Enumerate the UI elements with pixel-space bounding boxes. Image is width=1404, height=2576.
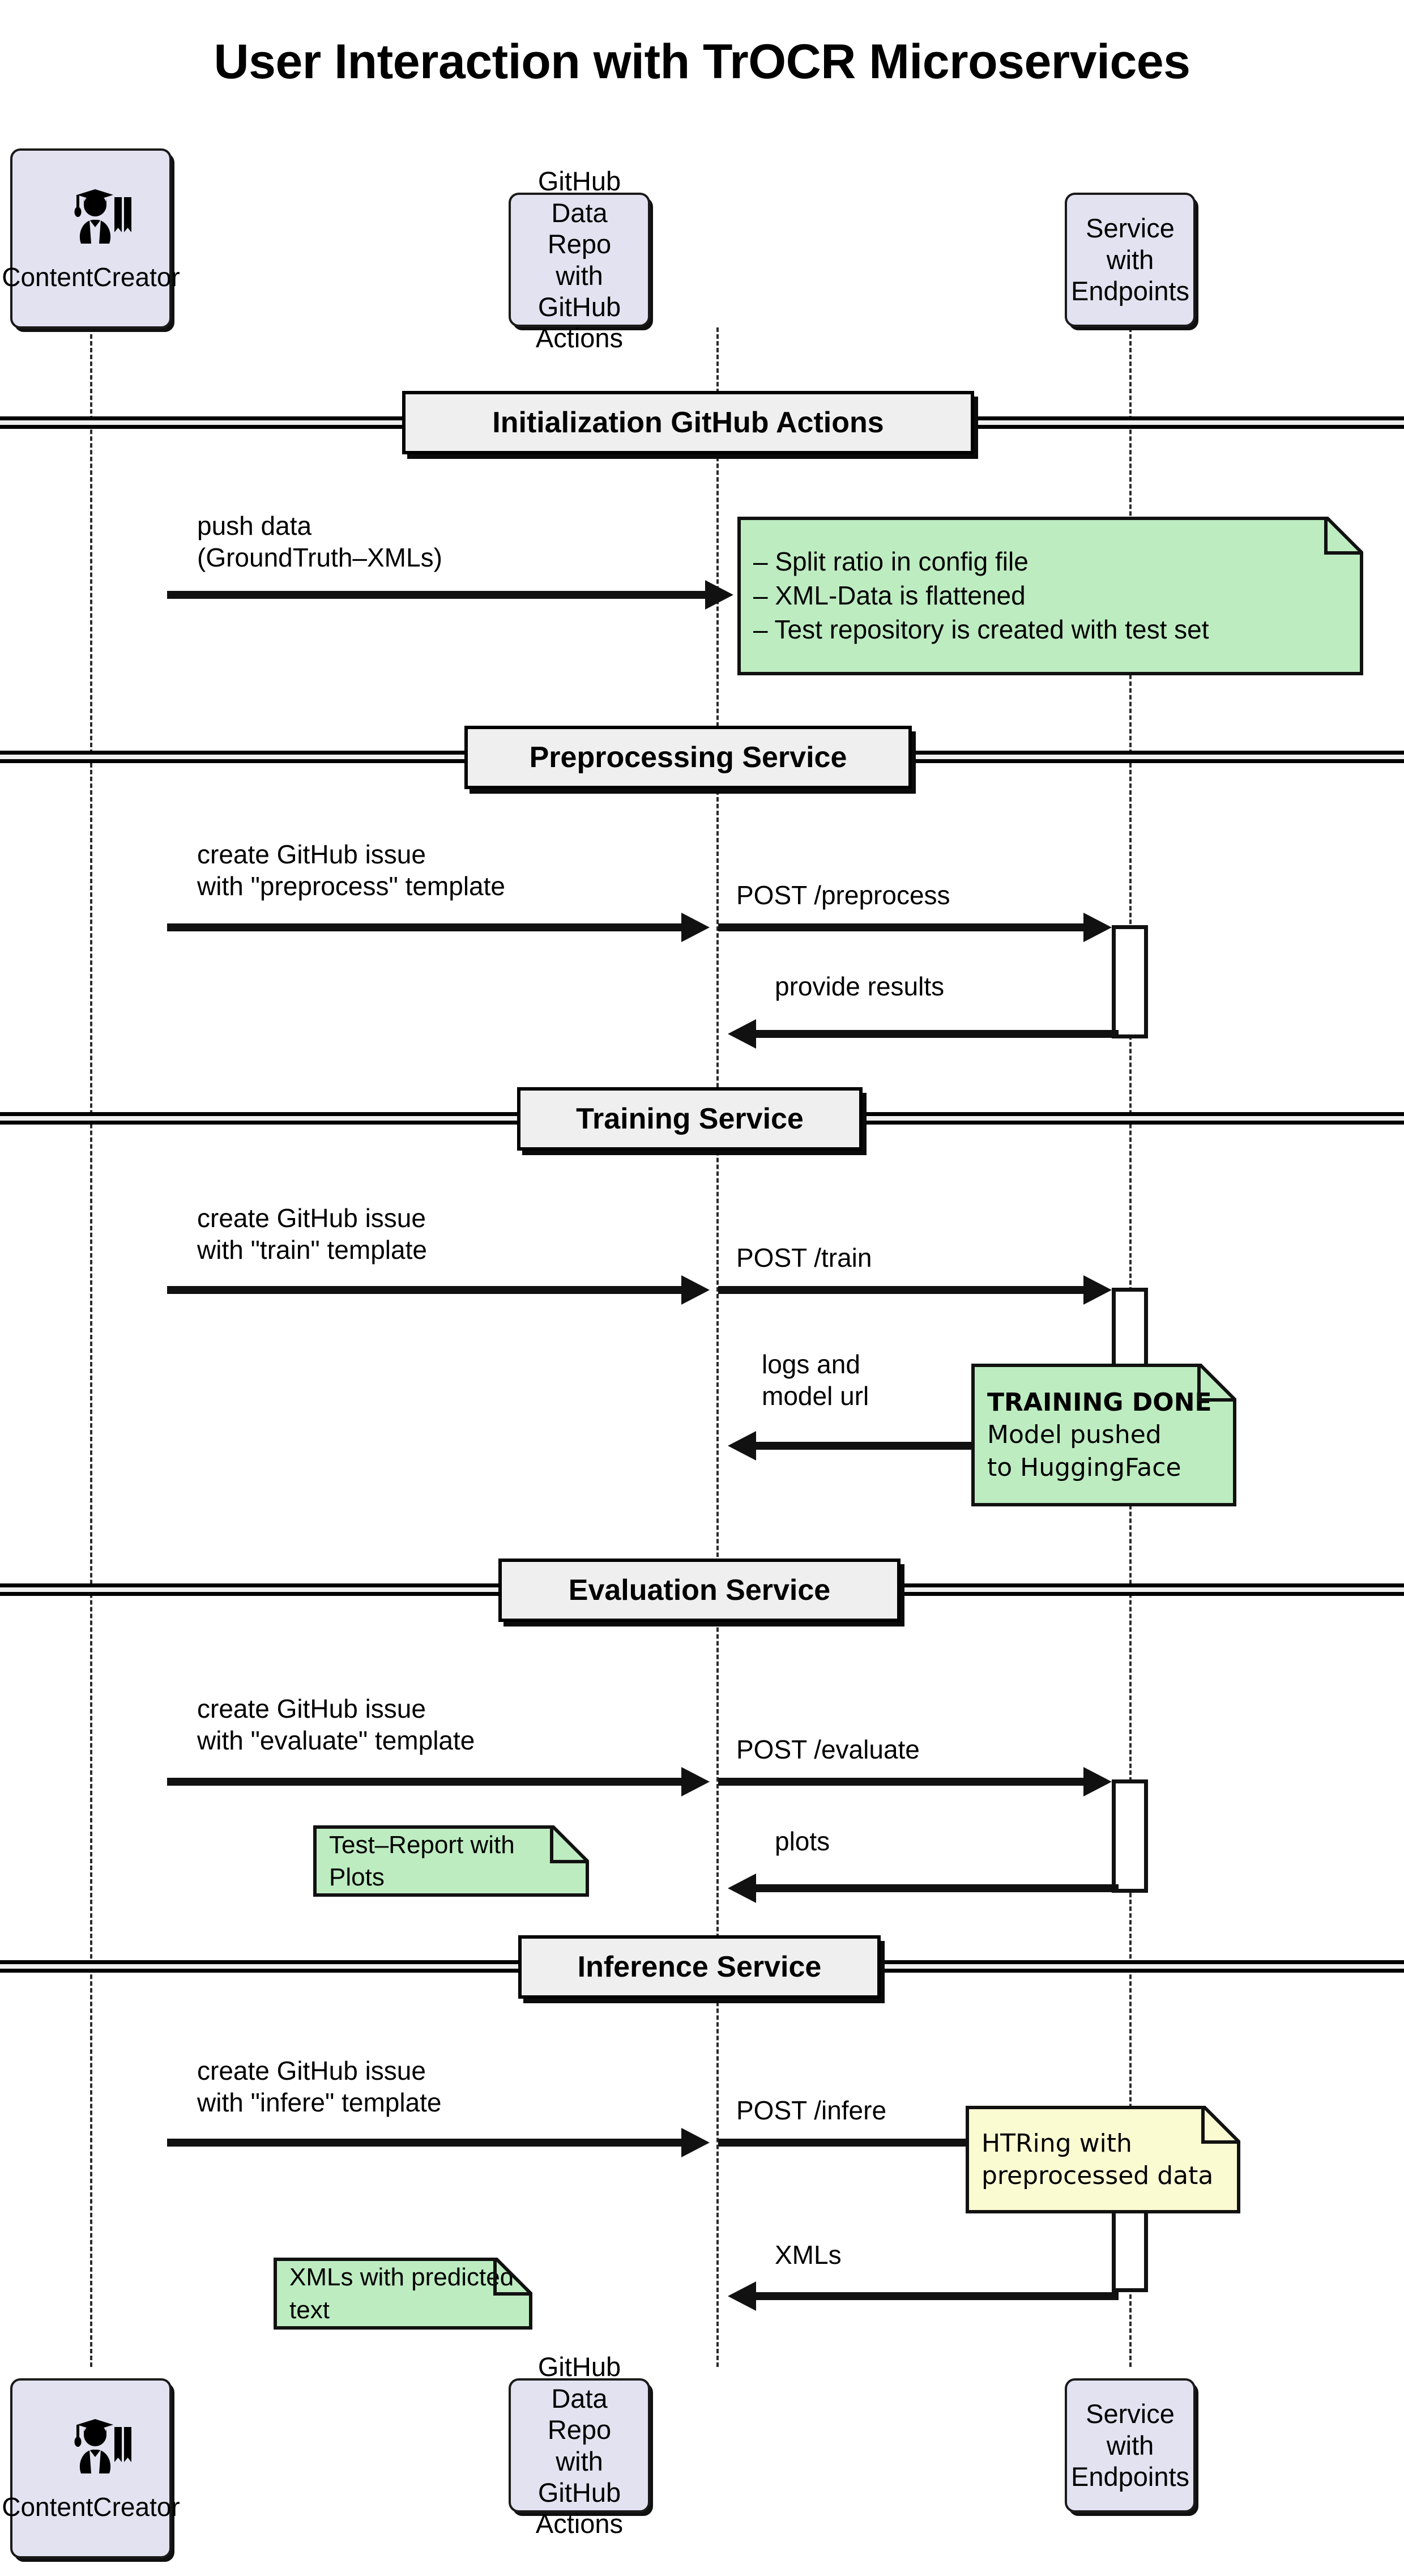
- note-text: Model pushed to HuggingFace: [987, 1420, 1181, 1482]
- message-arrowhead-create-issue-evaluate: [681, 1767, 710, 1796]
- message-line-plots: [756, 1884, 1119, 1892]
- message-line-create-issue-train: [167, 1286, 681, 1294]
- message-arrowhead-create-issue-infere: [681, 2128, 710, 2157]
- note-initialization: – Split ratio in config file – XML-Data …: [737, 517, 1363, 675]
- message-label-post-preprocess: POST /preprocess: [736, 880, 950, 910]
- section-title-preprocessing: Preprocessing Service: [464, 726, 912, 789]
- lifeline-contentcreator: [90, 327, 92, 2367]
- message-label-create-issue-preprocess: create GitHub issue with "preprocess" te…: [197, 840, 506, 901]
- message-line-post-evaluate: [718, 1778, 1083, 1786]
- message-label-create-issue-train: create GitHub issue with "train" templat…: [197, 1203, 427, 1265]
- note-text: XMLs with predicted text: [289, 2263, 514, 2324]
- participant-github-repo-bottom[interactable]: GitHub Data Repo with GitHub Actions: [509, 2352, 650, 2539]
- message-label-push-data: push data (GroundTruth–XMLs): [197, 511, 442, 573]
- section-title-label: Initialization GitHub Actions: [492, 406, 884, 439]
- graduate-with-book-icon: [49, 185, 134, 253]
- note-fold-corner-icon: [496, 2258, 532, 2294]
- message-arrowhead-post-preprocess: [1083, 913, 1112, 942]
- message-arrowhead-logs-and-model-url: [728, 1431, 756, 1461]
- section-title-label: Inference Service: [577, 1951, 822, 1983]
- note-xmls-predicted: XMLs with predicted text: [274, 2258, 532, 2330]
- participant-contentcreator-bottom[interactable]: ContentCreator: [2, 2378, 180, 2558]
- message-arrowhead-xmls: [728, 2281, 756, 2311]
- activation-bar-service-evaluate: [1112, 1779, 1148, 1893]
- message-arrowhead-plots: [728, 1874, 756, 1903]
- message-line-create-issue-evaluate: [167, 1778, 681, 1786]
- message-line-create-issue-preprocess: [167, 923, 681, 931]
- message-line-post-train: [718, 1286, 1083, 1294]
- participant-label: ContentCreator: [2, 2492, 180, 2522]
- section-title-inference: Inference Service: [518, 1935, 881, 1999]
- note-text: Test–Report with Plots: [329, 1830, 515, 1891]
- activation-bar-service-preprocess: [1112, 925, 1148, 1038]
- note-text: – Split ratio in config file – XML-Data …: [753, 547, 1209, 644]
- note-title: TRAINING DONE: [987, 1388, 1212, 1417]
- message-arrowhead-post-train: [1083, 1275, 1112, 1305]
- message-label-create-issue-evaluate: create GitHub issue with "evaluate" temp…: [197, 1694, 475, 1756]
- message-label-post-train: POST /train: [736, 1243, 872, 1272]
- message-arrowhead-create-issue-train: [681, 1275, 710, 1305]
- participant-label: ContentCreator: [2, 262, 180, 292]
- message-label-provide-results: provide results: [775, 972, 945, 1001]
- note-training-done: TRAINING DONE Model pushed to HuggingFac…: [971, 1364, 1236, 1506]
- note-fold-corner-icon: [1327, 517, 1363, 553]
- message-label-xmls: XMLs: [775, 2240, 842, 2270]
- message-arrowhead-post-evaluate: [1083, 1767, 1112, 1796]
- section-title-label: Training Service: [576, 1102, 804, 1135]
- message-arrowhead-push-data: [705, 580, 733, 610]
- message-label-create-issue-infere: create GitHub issue with "infere" templa…: [197, 2056, 442, 2118]
- participant-service-bottom[interactable]: Service with Endpoints: [1065, 2378, 1196, 2513]
- message-line-provide-results: [756, 1030, 1119, 1038]
- lifeline-github-repo: [716, 327, 719, 2367]
- section-title-evaluation: Evaluation Service: [498, 1559, 901, 1622]
- page-title: User Interaction with TrOCR Microservice…: [214, 35, 1190, 89]
- message-label-plots: plots: [775, 1826, 830, 1856]
- note-fold-corner-icon: [1204, 2106, 1240, 2142]
- section-title-training: Training Service: [517, 1087, 863, 1151]
- section-title-label: Preprocessing Service: [529, 741, 847, 774]
- note-test-report: Test–Report with Plots: [313, 1825, 589, 1897]
- message-line-create-issue-infere: [167, 2139, 681, 2147]
- note-fold-corner-icon: [1200, 1364, 1236, 1400]
- message-line-push-data: [167, 591, 705, 599]
- section-title-label: Evaluation Service: [568, 1574, 831, 1607]
- participant-label: GitHub Data Repo with GitHub Actions: [535, 2352, 624, 2539]
- participant-label: Service with Endpoints: [1070, 213, 1190, 306]
- participant-label: Service with Endpoints: [1070, 2399, 1190, 2492]
- message-arrowhead-provide-results: [728, 1019, 756, 1049]
- message-label-logs-and-model-url: logs and model url: [762, 1349, 869, 1411]
- participant-service-top[interactable]: Service with Endpoints: [1065, 193, 1196, 327]
- section-title-initialization: Initialization GitHub Actions: [402, 391, 974, 454]
- message-line-post-preprocess: [718, 923, 1083, 931]
- message-label-post-infere: POST /infere: [736, 2096, 887, 2125]
- note-htring: HTRing with preprocessed data: [966, 2106, 1240, 2213]
- graduate-with-book-icon: [49, 2415, 134, 2483]
- message-label-post-evaluate: POST /evaluate: [736, 1735, 920, 1764]
- message-arrowhead-create-issue-preprocess: [681, 913, 710, 942]
- participant-label: GitHub Data Repo with GitHub Actions: [535, 166, 624, 354]
- note-text: HTRing with preprocessed data: [981, 2128, 1214, 2190]
- note-fold-corner-icon: [553, 1825, 589, 1862]
- participant-github-repo-top[interactable]: GitHub Data Repo with GitHub Actions: [509, 166, 650, 353]
- message-line-xmls: [756, 2292, 1119, 2300]
- participant-contentcreator-top[interactable]: ContentCreator: [2, 148, 180, 329]
